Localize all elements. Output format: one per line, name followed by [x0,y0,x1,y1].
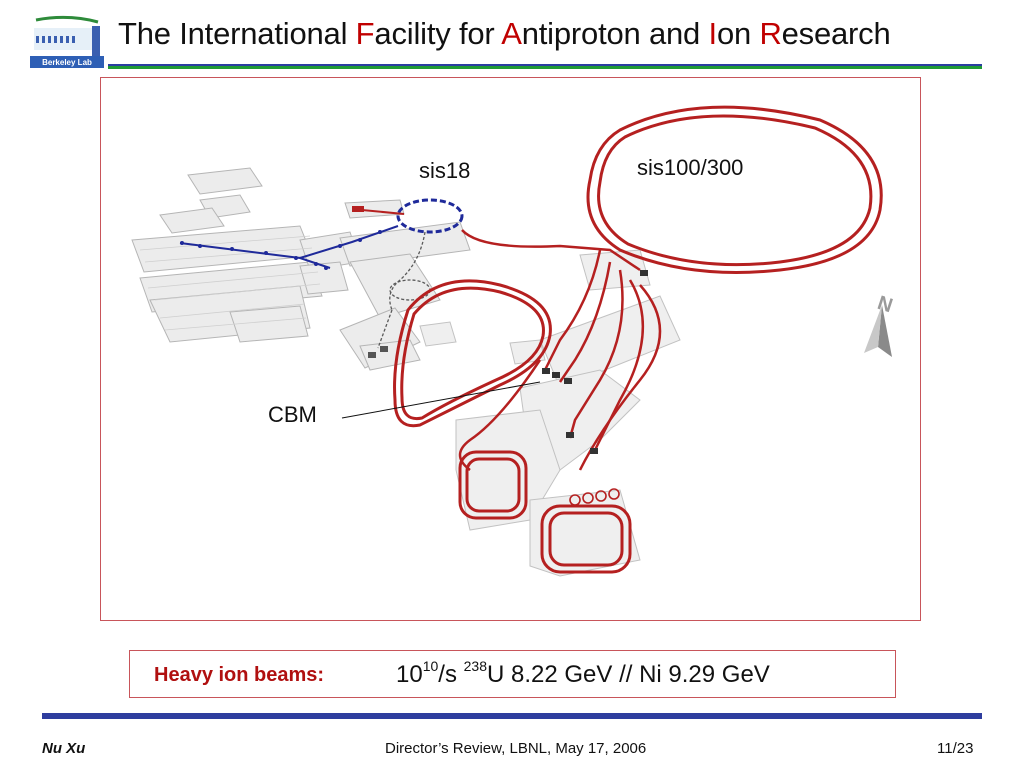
beam-transfer-lines [458,229,662,471]
beams-label: Heavy ion beams: [154,664,325,686]
footer-rule [42,713,982,719]
north-label: N [875,292,896,317]
title-part-highlight: I [708,16,718,51]
title-part: ntiproton and [521,16,709,51]
beams-isotope-symbol: U [486,661,505,688]
north-arrow: N [864,292,895,357]
title-part: acility for [374,16,502,51]
sis100-ring [586,105,883,274]
berkeley-lab-logo: Berkeley Lab [28,14,108,70]
title-part-highlight: R [759,16,782,51]
beams-isotope-mass: 238 [463,658,487,674]
cbm-ring [393,279,552,428]
cbm-leader-line [341,381,541,419]
title-rule-green [108,66,982,69]
sis18-beamline [179,225,399,269]
label-sis18: sis18 [419,158,471,183]
logo-text: Berkeley Lab [42,58,92,67]
page-title: The International Facility for Antiproto… [118,16,891,52]
beams-rate-exponent: 10 [422,658,439,674]
beams-rate-base: 10 [396,661,423,688]
title-part-highlight: A [501,16,522,51]
page-number: 11/23 [937,740,974,757]
label-cbm: CBM [268,402,317,427]
beams-details: 8.22 GeV // Ni 9.29 GeV [504,661,770,688]
facility-figure-frame [100,77,921,621]
heavy-ion-beams-box: Heavy ion beams: 1010/s 238U 8.22 GeV //… [129,650,896,698]
beams-rate-unit: /s [438,661,464,688]
target-stations [542,270,648,454]
title-part: The International [118,16,356,51]
title-part: esearch [781,16,891,51]
footer-event: Director’s Review, LBNL, May 17, 2006 [385,740,647,757]
gsi-buildings [131,167,471,371]
footer-author: Nu Xu [42,740,86,757]
sis18-ring [396,198,464,234]
storage-rings [458,450,632,574]
title-rule-blue [108,64,982,66]
label-sis100-300: sis100/300 [637,155,744,180]
title-part-highlight: F [355,16,375,51]
title-part: on [716,16,760,51]
beams-value: 1010/s 238U 8.22 GeV // Ni 9.29 GeV [396,658,770,689]
